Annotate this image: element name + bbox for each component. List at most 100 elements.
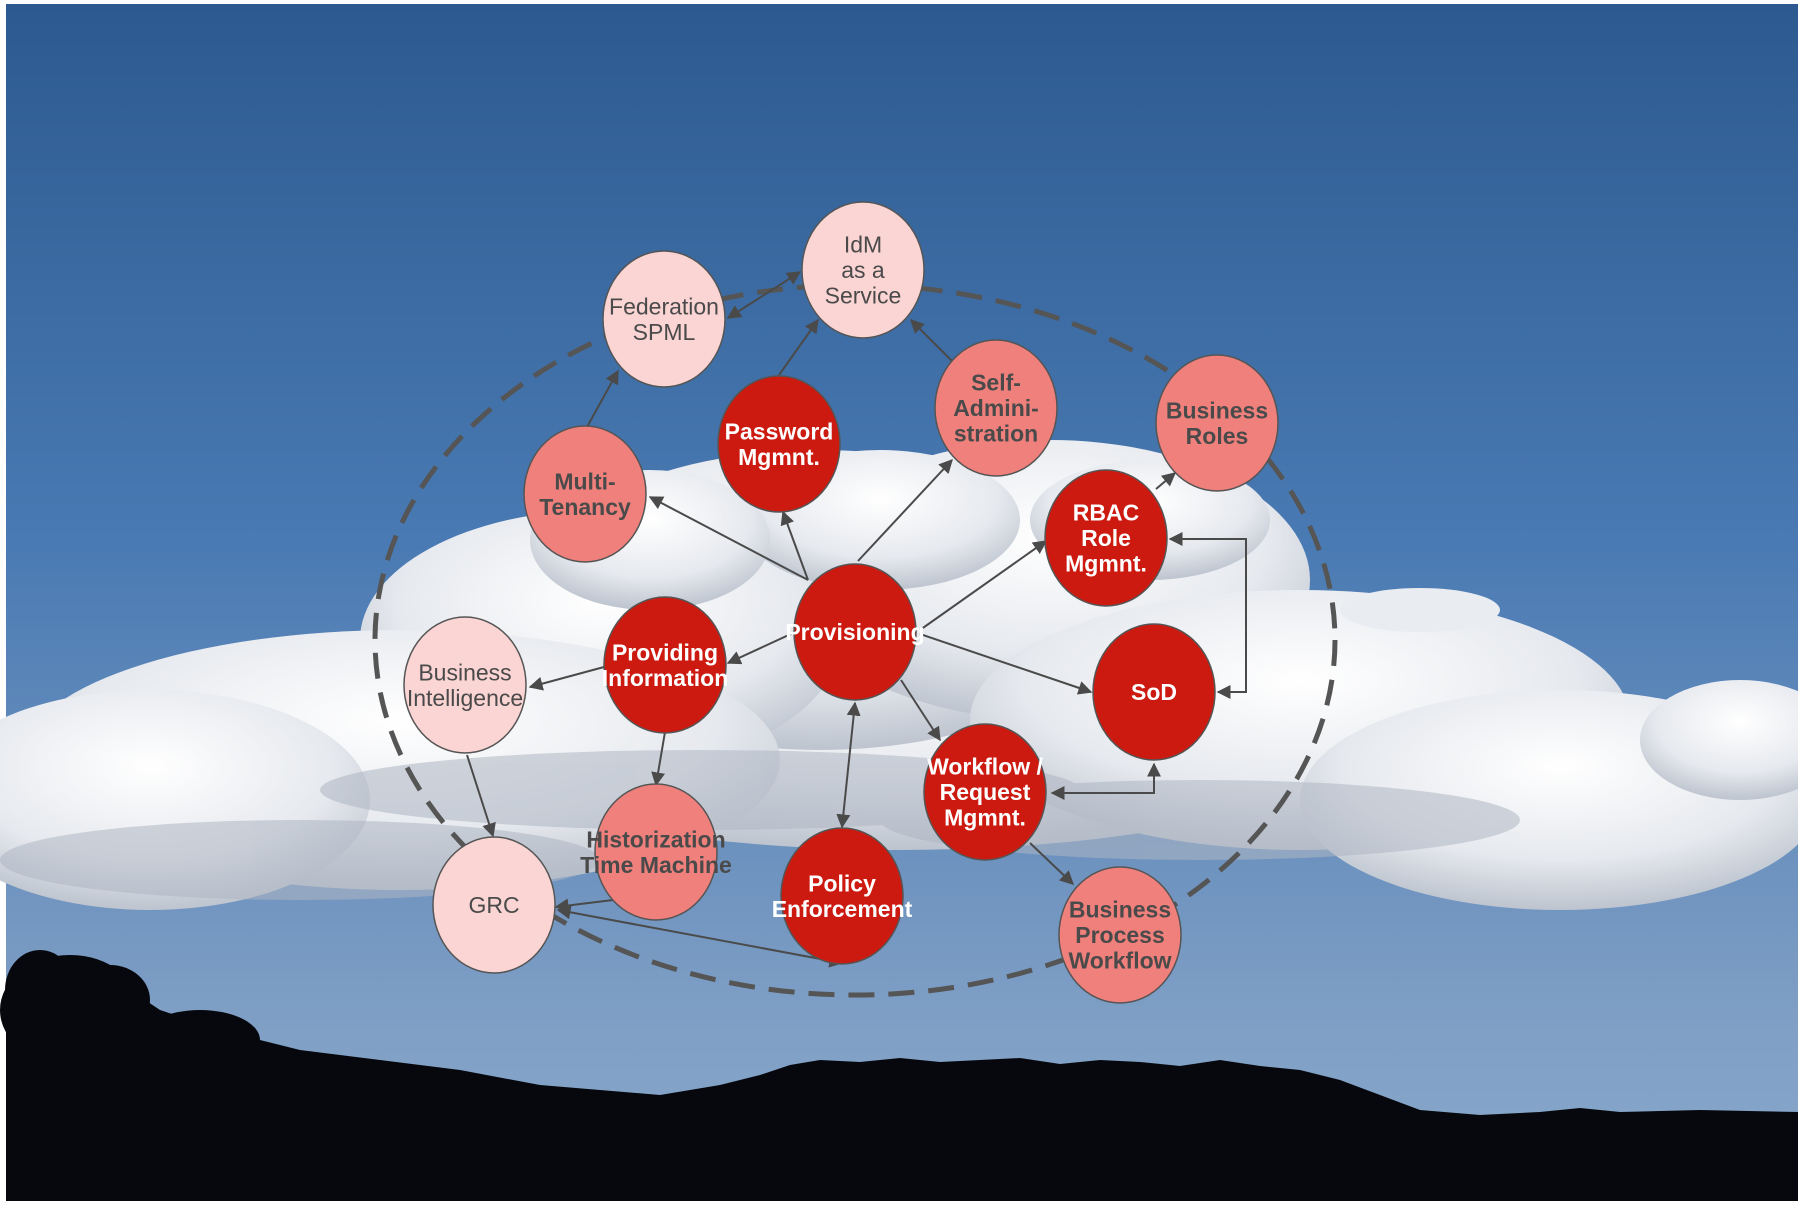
node-sod-label: SoD (1131, 679, 1177, 705)
node-providing-circle (603, 596, 727, 734)
node-bi-label-line: Intelligence (407, 685, 523, 711)
node-providing-label-line: Information (602, 665, 729, 691)
node-selfadmin-label-line: Self- (971, 370, 1021, 396)
edge-providing-bi (528, 666, 605, 691)
node-workflow-label-line: Request (940, 779, 1031, 805)
node-bpw-label-line: Business (1069, 897, 1171, 923)
node-password-label-line: Mgmnt. (738, 444, 820, 470)
tree-line (6, 960, 1798, 1201)
edge-grc-policy (556, 905, 844, 968)
node-password-circle (717, 375, 841, 513)
edge-provisioning-providing (726, 632, 794, 665)
node-sod-label-line: SoD (1131, 679, 1177, 705)
edge-password-idm (778, 318, 819, 376)
node-historization-circle (594, 783, 718, 921)
edge-provisioning-selfadmin (857, 458, 953, 562)
node-federation-label-line: SPML (633, 319, 696, 345)
node-bpw-circle (1058, 866, 1182, 1004)
node-workflow-label-line: Mgmnt. (944, 805, 1026, 831)
node-idm-label-line: as a (841, 257, 885, 283)
node-sod: SoD (1092, 623, 1216, 761)
node-selfadmin-circle (934, 339, 1058, 477)
edge-multitenancy-federation (586, 369, 619, 428)
node-bpw-label-line: Process (1075, 922, 1165, 948)
node-rbac-label-line: Mgmnt. (1065, 551, 1147, 577)
node-selfadmin-label-line: Admini- (953, 395, 1039, 421)
edge-provisioning-workflow (900, 679, 941, 742)
node-providing-label-line: Providing (612, 639, 718, 665)
node-businessroles-circle (1155, 354, 1279, 492)
edge-providing-historization (651, 731, 666, 787)
edge-rbac-sod (1168, 532, 1247, 699)
edge-federation-idm (726, 271, 802, 319)
node-multitenancy-label-line: Multi- (554, 468, 615, 494)
node-businessroles-label-line: Roles (1186, 423, 1249, 449)
node-idm-label-line: IdM (844, 232, 882, 258)
node-policy-label-line: Policy (808, 870, 876, 896)
node-sod-circle (1092, 623, 1216, 761)
node-grc-label: GRC (468, 892, 519, 918)
node-bpw-label-line: Workflow (1068, 948, 1171, 974)
node-rbac-circle (1044, 469, 1168, 607)
edge-workflow-sod (1050, 762, 1161, 800)
node-idm-circle (801, 201, 925, 339)
node-selfadmin-label-line: stration (954, 421, 1038, 447)
node-businessroles-label-line: Business (1166, 397, 1268, 423)
edge-provisioning-policy (836, 701, 861, 829)
node-multitenancy-label: Multi-Tenancy (539, 468, 631, 520)
node-multitenancy-label-line: Tenancy (539, 494, 631, 520)
tree-left-cluster (0, 950, 260, 1070)
edge-provisioning-sod (919, 633, 1093, 695)
node-provisioning: Provisioning (785, 563, 925, 701)
edge-rbac-businessroles (1155, 472, 1177, 490)
node-policy-label-line: Enforcement (772, 896, 913, 922)
node-grc-label-line: GRC (468, 892, 519, 918)
node-workflow-circle (923, 723, 1047, 861)
node-selfadmin: Self-Admini-stration (934, 339, 1058, 477)
edge-selfadmin-idm (910, 319, 956, 365)
node-multitenancy-circle (523, 425, 647, 563)
node-workflow-label-line: Workflow / (927, 754, 1043, 780)
edge-provisioning-multitenancy (648, 496, 809, 581)
node-historization-label-line: Historization (586, 826, 725, 852)
node-password-label-line: Password (725, 418, 834, 444)
node-grc-circle (432, 836, 556, 974)
node-federation-label-line: Federation (609, 293, 719, 319)
node-selfadmin-label: Self-Admini-stration (953, 370, 1039, 447)
node-provisioning-label-line: Provisioning (785, 619, 924, 645)
node-rbac-label-line: Role (1081, 525, 1131, 551)
node-idm-label-line: Service (825, 283, 902, 309)
node-federation-circle (602, 250, 726, 388)
node-grc: GRC (432, 836, 556, 974)
node-provisioning-circle (793, 563, 917, 701)
edge-provisioning-rbac (919, 540, 1048, 631)
edge-workflow-bpw (1029, 842, 1075, 885)
node-rbac-label-line: RBAC (1073, 500, 1139, 526)
node-multitenancy: Multi-Tenancy (523, 425, 647, 563)
edge-bi-grc (466, 754, 496, 838)
connectors (466, 271, 1247, 968)
node-policy-circle (780, 827, 904, 965)
node-historization-label-line: Time Machine (580, 852, 732, 878)
